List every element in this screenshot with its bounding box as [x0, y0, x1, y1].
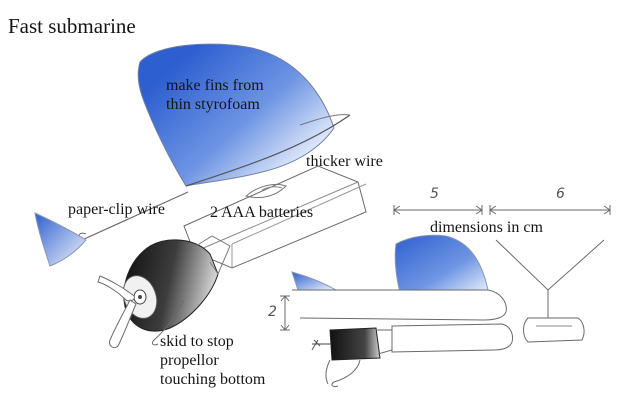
side-fin-tail	[291, 271, 338, 291]
label-fins-line-2: thin styrofoam	[166, 96, 260, 113]
dimension-length-b: 6	[556, 186, 565, 202]
side-body-upper	[292, 289, 507, 321]
diagram-title: Fast submarine	[8, 14, 136, 38]
side-battery-box	[391, 323, 513, 353]
label-paper-clip-wire: paper-clip wire	[68, 201, 165, 218]
label-skid-line-1: skid to stop	[160, 333, 234, 350]
side-view	[291, 234, 513, 387]
dimension-length-a: 5	[430, 186, 439, 202]
main-fin	[137, 43, 335, 187]
label-skid-line-3: touching bottom	[160, 371, 266, 388]
front-box	[523, 317, 585, 343]
label-dimensions: dimensions in cm	[430, 219, 543, 236]
side-motor	[329, 327, 381, 361]
main-sketch	[34, 43, 367, 349]
tail-fin	[34, 212, 87, 267]
dimension-height: 2	[268, 304, 277, 320]
side-fin-top	[394, 234, 489, 293]
label-thicker-wire: thicker wire	[306, 153, 383, 170]
label-fins-line-1: make fins from	[166, 77, 264, 94]
skid-wire	[151, 299, 185, 346]
front-view	[495, 239, 605, 343]
label-batteries: 2 AAA batteries	[210, 204, 314, 221]
paper-clip-wire	[81, 191, 189, 241]
dimension-lines	[280, 205, 611, 331]
label-skid-line-2: propellor	[160, 352, 219, 369]
